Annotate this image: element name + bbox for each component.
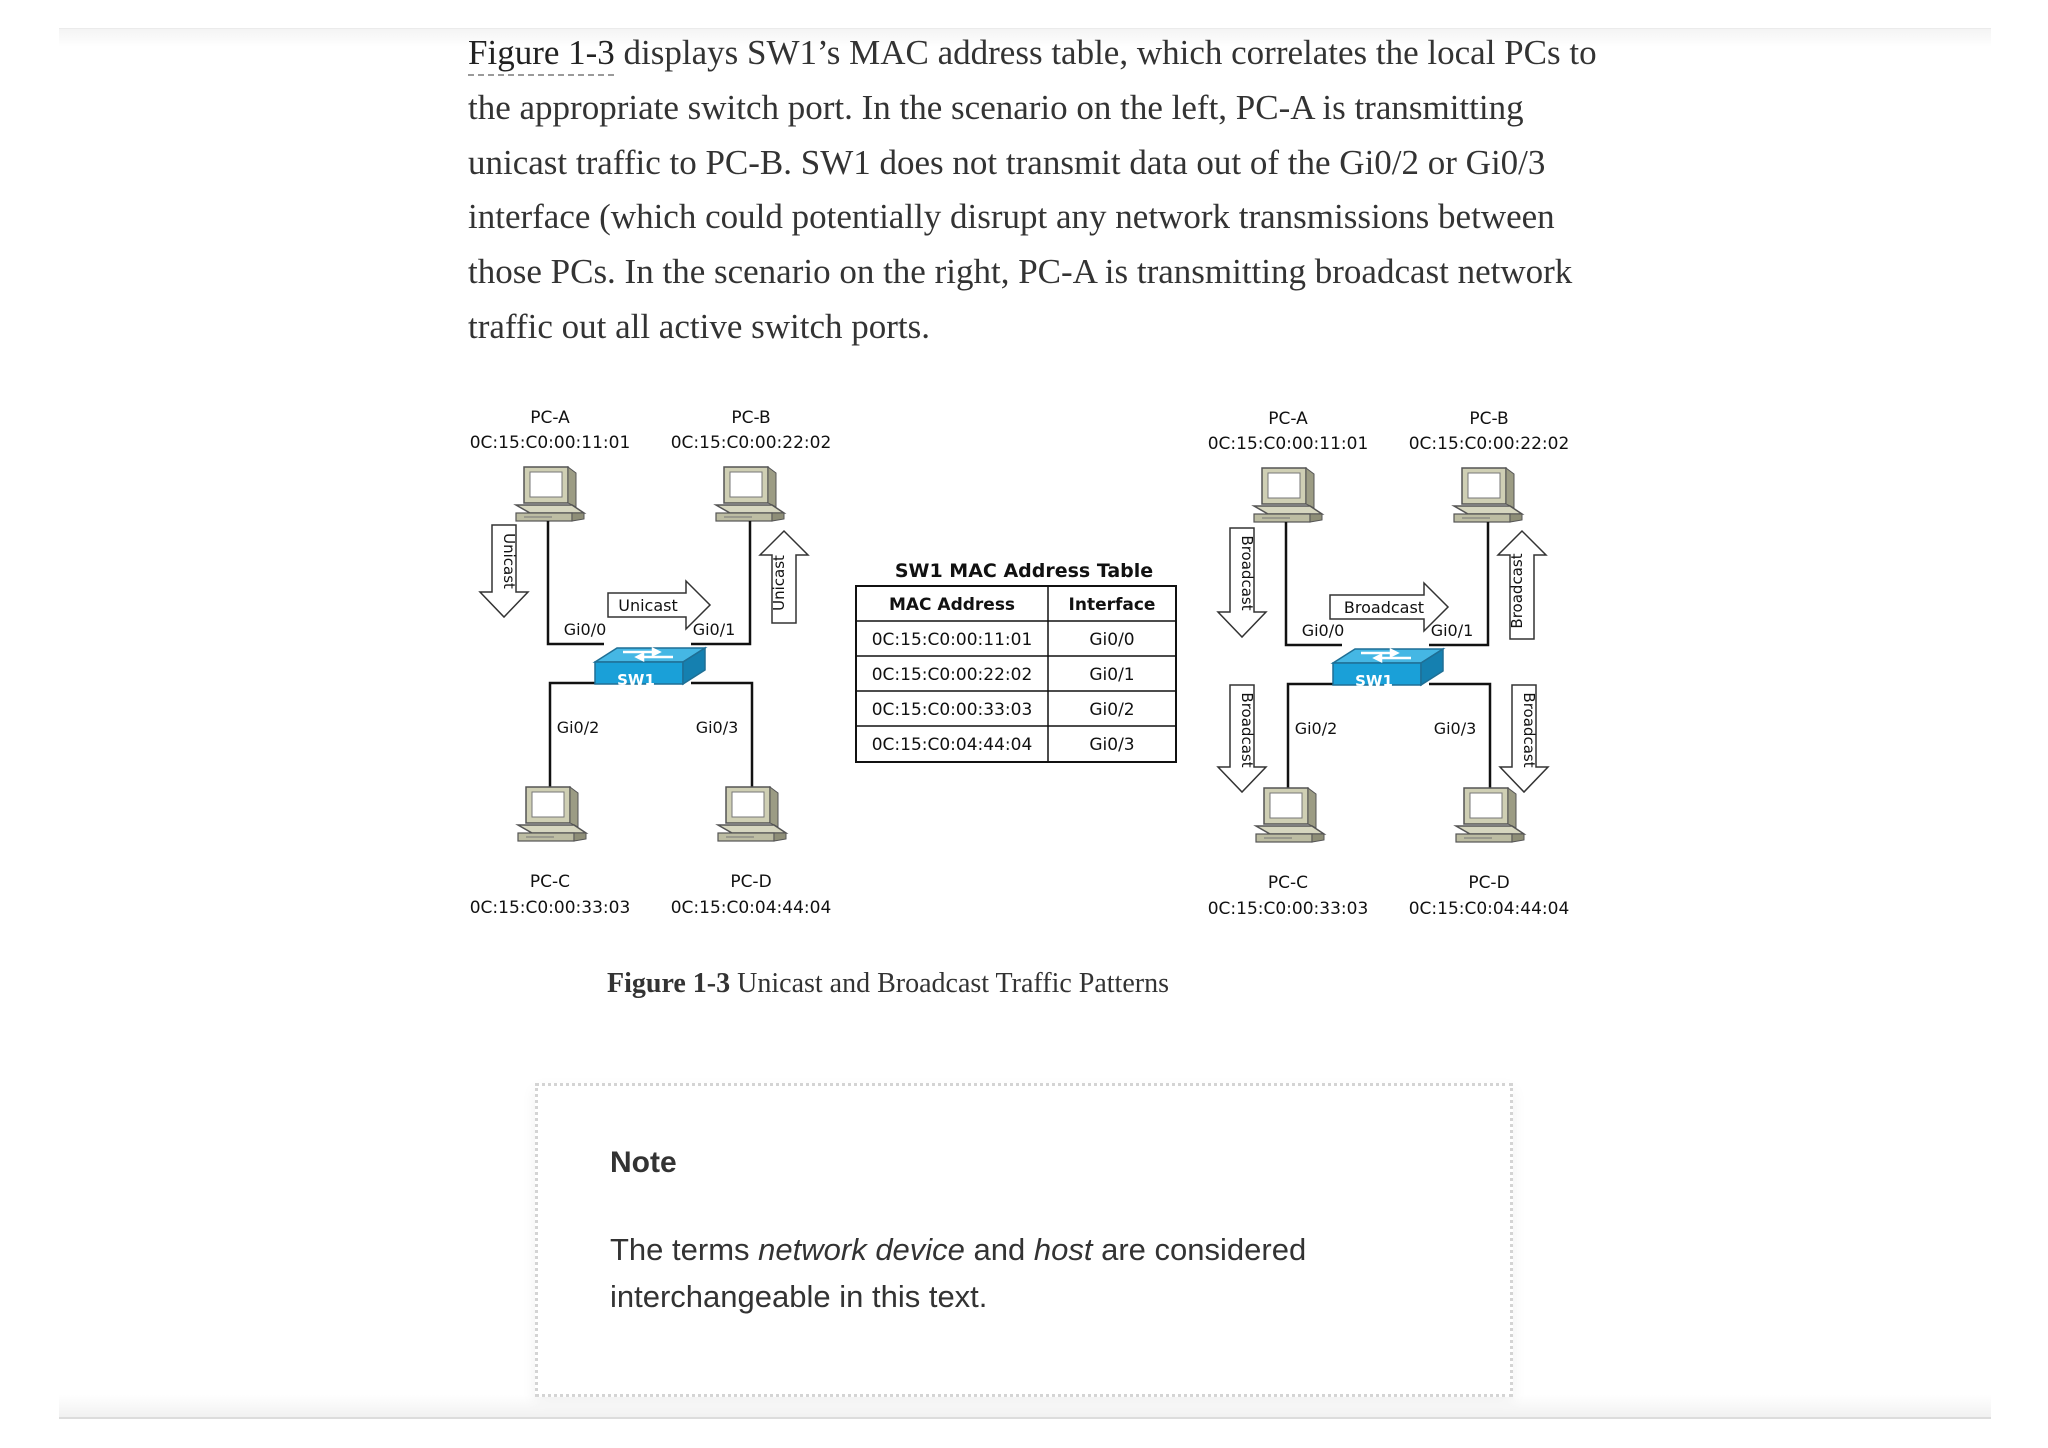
body-paragraph: Figure 1-3 displays SW1’s MAC address ta… bbox=[468, 26, 1608, 355]
mac-address-table: SW1 MAC Address Table MAC Address Interf… bbox=[855, 560, 1177, 763]
right-broadcast-down-arrow-c bbox=[1216, 684, 1268, 794]
paragraph-text: displays SW1’s MAC address table, which … bbox=[468, 33, 1597, 346]
right-pc-d-name: PC-D bbox=[1468, 873, 1509, 893]
right-broadcast-right-arrow bbox=[1329, 581, 1450, 633]
mac-table-title: SW1 MAC Address Table bbox=[895, 560, 1153, 582]
right-broadcast-label-c: Broadcast bbox=[1238, 692, 1256, 767]
right-pc-d-icon bbox=[1455, 787, 1525, 843]
right-broadcast-up-arrow bbox=[1496, 529, 1548, 640]
left-switch-label: SW1 bbox=[617, 671, 655, 689]
top-divider bbox=[59, 28, 1991, 29]
right-broadcast-label-a: Broadcast bbox=[1238, 535, 1256, 610]
right-port-gi0-0: Gi0/0 bbox=[1302, 621, 1345, 640]
left-pc-c-name: PC-C bbox=[530, 872, 570, 892]
right-broadcast-label-d: Broadcast bbox=[1520, 692, 1538, 767]
right-port-gi0-1: Gi0/1 bbox=[1431, 621, 1474, 640]
left-pc-a-icon bbox=[515, 466, 585, 522]
left-pc-c-mac: 0C:15:C0:00:33:03 bbox=[470, 898, 631, 918]
right-pc-a-icon bbox=[1253, 467, 1323, 523]
right-switch-label: SW1 bbox=[1355, 672, 1393, 690]
mac-table-cell: Gi0/2 bbox=[1089, 700, 1134, 720]
left-pc-b-name: PC-B bbox=[731, 408, 770, 428]
figure-1-3: PC-A 0C:15:C0:00:11:01 PC-B 0C:15:C0:00:… bbox=[458, 395, 1588, 935]
right-broadcast-label-right: Broadcast bbox=[1344, 598, 1424, 617]
right-pc-d-mac: 0C:15:C0:04:44:04 bbox=[1409, 899, 1570, 919]
right-port-gi0-3: Gi0/3 bbox=[1434, 719, 1477, 738]
left-pc-d-mac: 0C:15:C0:04:44:04 bbox=[671, 898, 832, 918]
left-port-gi0-0: Gi0/0 bbox=[564, 620, 607, 639]
note-box: Note The terms network device and host a… bbox=[535, 1083, 1513, 1397]
left-port-gi0-1: Gi0/1 bbox=[693, 620, 736, 639]
mac-table-cell: 0C:15:C0:00:33:03 bbox=[872, 700, 1033, 720]
mac-table-header-mac: MAC Address bbox=[889, 595, 1015, 615]
note-title: Note bbox=[610, 1146, 677, 1179]
note-text: The terms bbox=[610, 1232, 759, 1267]
left-port-gi0-3: Gi0/3 bbox=[696, 718, 739, 737]
figure-reference-link[interactable]: Figure 1-3 bbox=[468, 33, 615, 72]
figure-caption: Figure 1-3 Unicast and Broadcast Traffic… bbox=[607, 968, 1169, 1000]
mac-table-header-interface: Interface bbox=[1069, 595, 1156, 615]
left-pc-b-mac: 0C:15:C0:00:22:02 bbox=[671, 433, 832, 453]
right-pc-a-name: PC-A bbox=[1268, 409, 1308, 429]
right-pc-c-icon bbox=[1255, 787, 1325, 843]
note-body: The terms network device and host are co… bbox=[610, 1226, 1430, 1320]
mac-table-cell: 0C:15:C0:00:22:02 bbox=[872, 665, 1033, 685]
left-unicast-down-label: Unicast bbox=[500, 533, 518, 589]
mac-table-cell: 0C:15:C0:00:11:01 bbox=[872, 630, 1033, 650]
caption-label: Figure 1-3 bbox=[607, 968, 731, 999]
note-text: and bbox=[964, 1232, 1034, 1267]
mac-table-cell: Gi0/0 bbox=[1089, 630, 1134, 650]
mac-table-cell: Gi0/3 bbox=[1089, 735, 1134, 755]
bottom-divider bbox=[59, 1417, 1991, 1419]
note-emphasis: host bbox=[1033, 1232, 1093, 1267]
mac-table-cell: Gi0/1 bbox=[1089, 665, 1134, 685]
left-pc-a-mac: 0C:15:C0:00:11:01 bbox=[470, 433, 631, 453]
note-text: are considered interchangeable in this t… bbox=[610, 1232, 1307, 1314]
left-unicast-down-arrow bbox=[478, 524, 530, 619]
top-shadow bbox=[59, 29, 1991, 47]
left-unicast-right-arrow bbox=[607, 579, 712, 631]
mac-table-cell: 0C:15:C0:04:44:04 bbox=[872, 735, 1033, 755]
left-scenario-diagram: PC-A 0C:15:C0:00:11:01 PC-B 0C:15:C0:00:… bbox=[470, 408, 832, 918]
left-unicast-right-label: Unicast bbox=[618, 596, 678, 615]
right-port-gi0-2: Gi0/2 bbox=[1295, 719, 1338, 738]
left-pc-b-icon bbox=[715, 466, 785, 522]
left-pc-c-icon bbox=[517, 786, 587, 842]
note-emphasis: network device bbox=[758, 1232, 965, 1267]
right-broadcast-down-arrow-a bbox=[1216, 527, 1268, 639]
left-port-gi0-2: Gi0/2 bbox=[557, 718, 600, 737]
bottom-shadow bbox=[59, 1395, 1991, 1417]
right-pc-b-name: PC-B bbox=[1469, 409, 1508, 429]
right-broadcast-down-arrow-d bbox=[1498, 684, 1550, 794]
right-pc-c-name: PC-C bbox=[1268, 873, 1308, 893]
right-pc-a-mac: 0C:15:C0:00:11:01 bbox=[1208, 434, 1369, 454]
right-pc-b-mac: 0C:15:C0:00:22:02 bbox=[1409, 434, 1570, 454]
left-pc-d-name: PC-D bbox=[730, 872, 771, 892]
right-scenario-diagram: PC-A 0C:15:C0:00:11:01 PC-B 0C:15:C0:00:… bbox=[1208, 409, 1570, 919]
right-broadcast-label-up: Broadcast bbox=[1508, 553, 1526, 628]
left-unicast-up-label: Unicast bbox=[770, 555, 788, 611]
left-pc-d-icon bbox=[717, 786, 787, 842]
caption-text: Unicast and Broadcast Traffic Patterns bbox=[730, 968, 1169, 999]
left-unicast-up-arrow bbox=[758, 529, 810, 624]
right-pc-c-mac: 0C:15:C0:00:33:03 bbox=[1208, 899, 1369, 919]
right-pc-b-icon bbox=[1453, 467, 1523, 523]
left-pc-a-name: PC-A bbox=[530, 408, 570, 428]
